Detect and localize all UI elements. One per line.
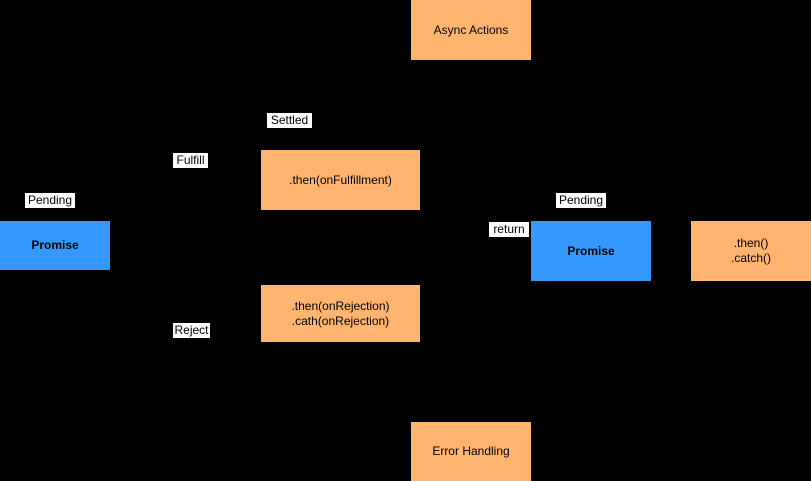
node-async-actions[interactable]: Async Actions (411, 0, 531, 60)
edge-label-reject: Reject (173, 323, 210, 338)
edge-label-pending-left: Pending (25, 193, 75, 208)
node-promise-left[interactable]: Promise (0, 221, 110, 270)
node-then-on-fulfillment[interactable]: .then(onFulfillment) (261, 150, 420, 210)
edge-label-return: return (489, 222, 529, 237)
node-async-actions-line-1: Async Actions (433, 22, 509, 37)
node-then-catch-line-1: .then() (733, 236, 769, 250)
node-error-handling-line-1: Error Handling (432, 444, 510, 458)
node-then-catch-line-2: .catch() (730, 251, 771, 265)
node-error-handling[interactable]: Error Handling (411, 422, 531, 481)
edge-label-fulfill: Fulfill (173, 153, 208, 168)
node-promise-right-line-1: Promise (567, 243, 615, 258)
node-then-on-fulfillment-line-1: .then(onFulfillment) (289, 172, 392, 187)
edge-label-settled: Settled (267, 113, 312, 128)
node-then-cath-on-rejection[interactable]: .then(onRejection) .cath(onRejection) (261, 285, 420, 342)
node-then-cath-on-rejection-line-2: .cath(onRejection) (291, 313, 390, 328)
node-then-catch[interactable]: .then() .catch() (691, 221, 811, 281)
node-then-cath-on-rejection-line-1: .then(onRejection) (291, 298, 390, 313)
node-promise-right[interactable]: Promise (531, 221, 651, 281)
edge-label-pending-right: Pending (556, 193, 606, 208)
node-promise-left-line-1: Promise (31, 238, 79, 252)
